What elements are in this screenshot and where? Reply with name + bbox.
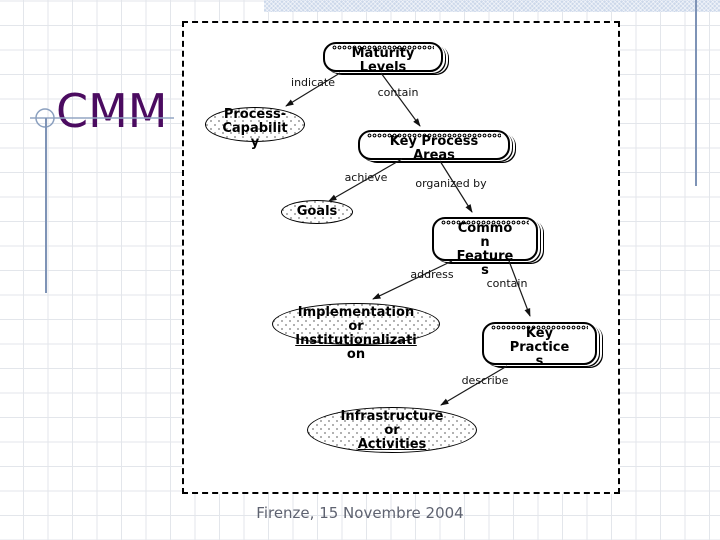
node-implementation-or-institutionalization (272, 303, 440, 345)
node-key-process-areas (358, 130, 510, 160)
edge-label-address: address (409, 268, 455, 281)
right-accent-line-decoration (695, 0, 697, 186)
edge-label-achieve: achieve (343, 171, 389, 184)
edge-label-indicate: indicate (290, 76, 336, 89)
edge-label-contain: contain (376, 86, 420, 99)
bead-strip-decoration (332, 45, 434, 50)
node-label-goals: Goals (296, 204, 338, 219)
node-maturity-levels (323, 42, 443, 72)
bead-strip-decoration (441, 220, 529, 225)
edge-label-contain: contain (485, 277, 529, 290)
node-goals (281, 200, 353, 224)
edge-label-organized-by: organized by (414, 177, 488, 190)
bead-strip-decoration (491, 325, 588, 330)
slide-footer: Firenze, 15 Novembre 2004 (256, 504, 464, 522)
edge-label-describe: describe (460, 374, 510, 387)
slide-title: CMM (56, 83, 168, 138)
node-infrastructure-or-activities (307, 407, 477, 453)
node-key-practices (482, 322, 597, 365)
node-common-features (432, 217, 538, 261)
top-right-band-decoration (264, 0, 720, 12)
bead-strip-decoration (367, 133, 501, 138)
node-process-capability (205, 107, 305, 142)
